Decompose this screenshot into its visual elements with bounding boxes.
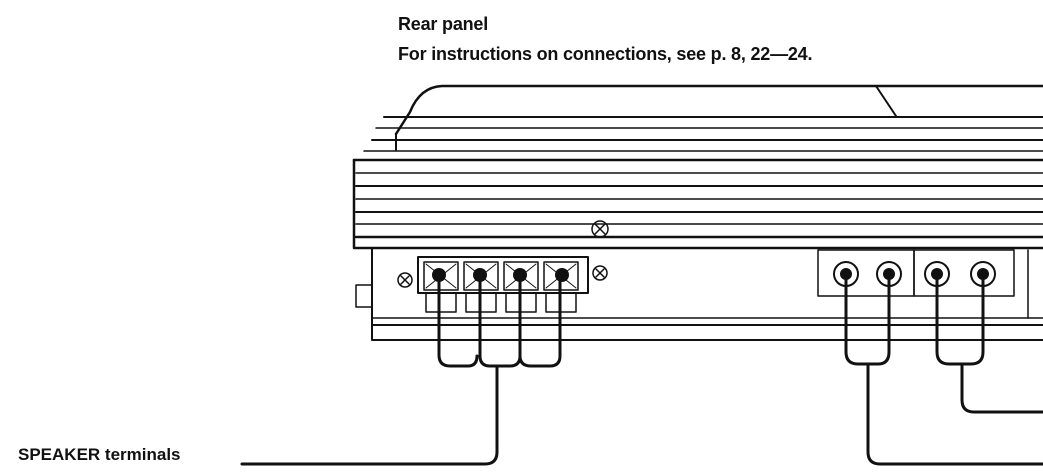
ventilation-ribs xyxy=(352,116,1043,250)
speaker-terminal-block xyxy=(417,256,589,313)
left-terminal-screw-icon xyxy=(397,272,413,288)
top-screw-icon xyxy=(591,220,609,238)
device-top-cover xyxy=(394,84,1043,151)
jack-panel-1 xyxy=(817,249,915,297)
diagram-title: Rear panel xyxy=(398,14,489,34)
right-terminal-screw-icon xyxy=(592,265,608,281)
speaker-leader-lines xyxy=(240,273,562,466)
jack-leader-lines xyxy=(844,272,1043,466)
speaker-terminals-label: SPEAKER terminals xyxy=(18,445,181,464)
jack-panel-2 xyxy=(913,249,1029,319)
rear-plate xyxy=(355,247,1043,341)
diagram-subtitle: For instructions on connections, see p. … xyxy=(398,44,813,64)
